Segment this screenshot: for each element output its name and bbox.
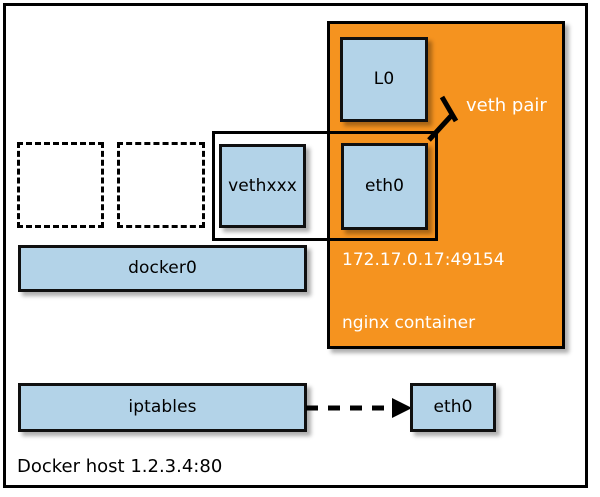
node-eth0-container-label: eth0 xyxy=(364,176,405,196)
node-iptables[interactable]: iptables xyxy=(18,383,307,432)
veth-pair-grouping-rect xyxy=(212,131,438,241)
node-docker0[interactable]: docker0 xyxy=(18,245,307,292)
docker-host-caption: Docker host 1.2.3.4:80 xyxy=(17,456,223,477)
node-eth0-host-label: eth0 xyxy=(433,397,473,417)
node-iptables-label: iptables xyxy=(128,397,197,417)
node-docker0-label: docker0 xyxy=(128,258,197,278)
node-eth0-container[interactable]: eth0 xyxy=(341,143,428,230)
node-eth0-host[interactable]: eth0 xyxy=(410,383,496,432)
empty-slot-2 xyxy=(117,142,205,228)
container-address-label: 172.17.0.17:49154 xyxy=(342,250,505,270)
node-lo-label: L0 xyxy=(373,69,395,89)
container-name-label: nginx container xyxy=(342,313,476,333)
veth-pair-label: veth pair xyxy=(466,95,547,116)
node-vethxxx[interactable]: vethxxx xyxy=(219,144,306,228)
node-lo[interactable]: L0 xyxy=(340,37,428,122)
empty-slot-1 xyxy=(17,142,104,228)
node-vethxxx-label: vethxxx xyxy=(228,175,297,196)
